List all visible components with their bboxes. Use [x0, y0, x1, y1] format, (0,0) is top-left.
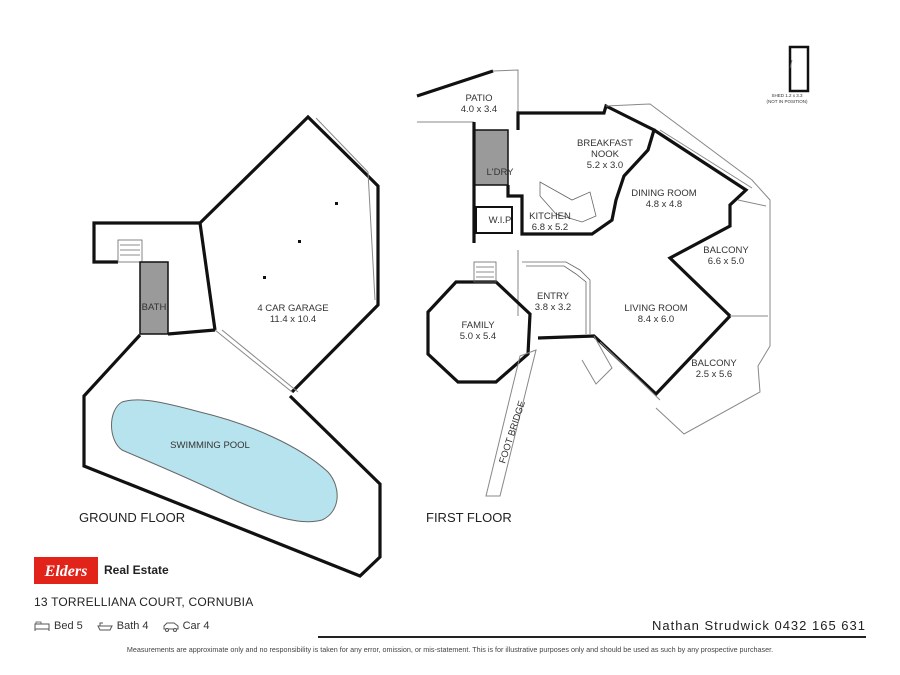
garage-door-line [214, 329, 293, 393]
property-address: 13 TORRELLIANA COURT, CORNUBIA [34, 595, 254, 609]
brand-name: Real Estate [104, 563, 169, 577]
living-wall [537, 314, 732, 397]
kitchen-wall [506, 103, 656, 236]
bath-wall [167, 328, 216, 336]
balcony1-dims: 6.6 x 5.0 [708, 256, 744, 267]
shed-plan: SHED 1.2 x 3.3 (NOT IN POSITION) [767, 45, 810, 104]
wip-room [475, 206, 513, 234]
elders-logo: Elders [34, 557, 98, 584]
kitchen-label: KITCHEN [529, 211, 571, 222]
garage-door-line-2 [221, 329, 299, 393]
living-dims: 8.4 x 6.0 [638, 314, 674, 325]
bath-label: BATH [142, 302, 167, 313]
patio-edge [492, 69, 519, 130]
shed-wall [788, 45, 810, 93]
balcony1-label: BALCONY [703, 245, 749, 256]
garage-wall-2 [198, 114, 380, 394]
first-floor-title: FIRST FLOOR [426, 510, 512, 525]
family-dims: 5.0 x 5.4 [460, 331, 496, 342]
entry-label: ENTRY [537, 291, 570, 302]
pool-label: SWIMMING POOL [170, 440, 250, 451]
bed-stat: Bed 5 [34, 620, 83, 632]
disclaimer: Measurements are approximate only and no… [126, 645, 774, 654]
car-stat: Car 4 [163, 620, 210, 632]
living-label: LIVING ROOM [624, 303, 687, 314]
garage-window-line-2 [315, 117, 369, 173]
logo-text: Elders [44, 563, 88, 580]
wip-label: W.I.P [489, 215, 512, 226]
balcony2-label: BALCONY [691, 358, 737, 369]
garage-label: 4 CAR GARAGE [257, 303, 328, 314]
kitchen-dims: 6.8 x 5.2 [532, 222, 568, 233]
bath-icon [96, 622, 113, 630]
breakfast-dims: 5.2 x 3.0 [587, 160, 623, 171]
garage-window-line [367, 171, 376, 301]
pool-deck-wall [82, 333, 382, 578]
footer-rule [318, 636, 866, 638]
bath-stat: Bath 4 [96, 620, 149, 632]
bath-room [139, 261, 169, 335]
agent-contact: Nathan Strudwick 0432 165 631 [651, 618, 866, 633]
garage-wall [92, 221, 217, 331]
balcony-outline [605, 103, 771, 435]
car-icon [163, 622, 179, 632]
first-floor-plan: PATIO 4.0 x 3.4 L'DRY W.I.P BREAKFAST NO… [416, 69, 771, 525]
breakfast-label-2: NOOK [591, 149, 620, 160]
dining-dims: 4.8 x 4.8 [646, 199, 682, 210]
ground-floor-title: GROUND FLOOR [79, 510, 185, 525]
shed-label: SHED 1.2 x 3.3 [771, 93, 803, 98]
footbridge [485, 349, 537, 497]
bath-count: Bath 4 [116, 620, 149, 632]
family-stairs [473, 261, 497, 283]
entry-dims: 3.8 x 3.2 [535, 302, 571, 313]
swimming-pool [111, 399, 338, 523]
property-stats: Bed 5 Bath 4 Car 4 [34, 620, 209, 632]
patio-wall [416, 69, 494, 98]
balcony2-dims: 2.5 x 5.6 [696, 369, 732, 380]
ground-floor-plan: BATH 4 CAR GARAGE 11.4 x 10.4 SWIMMING P… [79, 114, 382, 578]
shed-note: (NOT IN POSITION) [767, 99, 808, 104]
ground-stairs [117, 239, 143, 263]
breakfast-label-1: BREAKFAST [577, 138, 633, 149]
patio-label: PATIO [465, 93, 492, 104]
family-wall [426, 280, 532, 384]
car-count: Car 4 [182, 620, 210, 632]
laundry-label: L'DRY [487, 167, 515, 178]
entry-step [581, 335, 613, 385]
family-label: FAMILY [461, 320, 495, 331]
garage-dims: 11.4 x 10.4 [270, 314, 316, 325]
dining-label: DINING ROOM [631, 188, 697, 199]
entry-stair-rail [522, 261, 591, 334]
dining-wall [653, 128, 749, 318]
kitchen-island [539, 181, 597, 223]
bed-count: Bed 5 [54, 620, 83, 632]
bed-icon [34, 621, 50, 631]
patio-dims: 4.0 x 3.4 [461, 104, 497, 115]
